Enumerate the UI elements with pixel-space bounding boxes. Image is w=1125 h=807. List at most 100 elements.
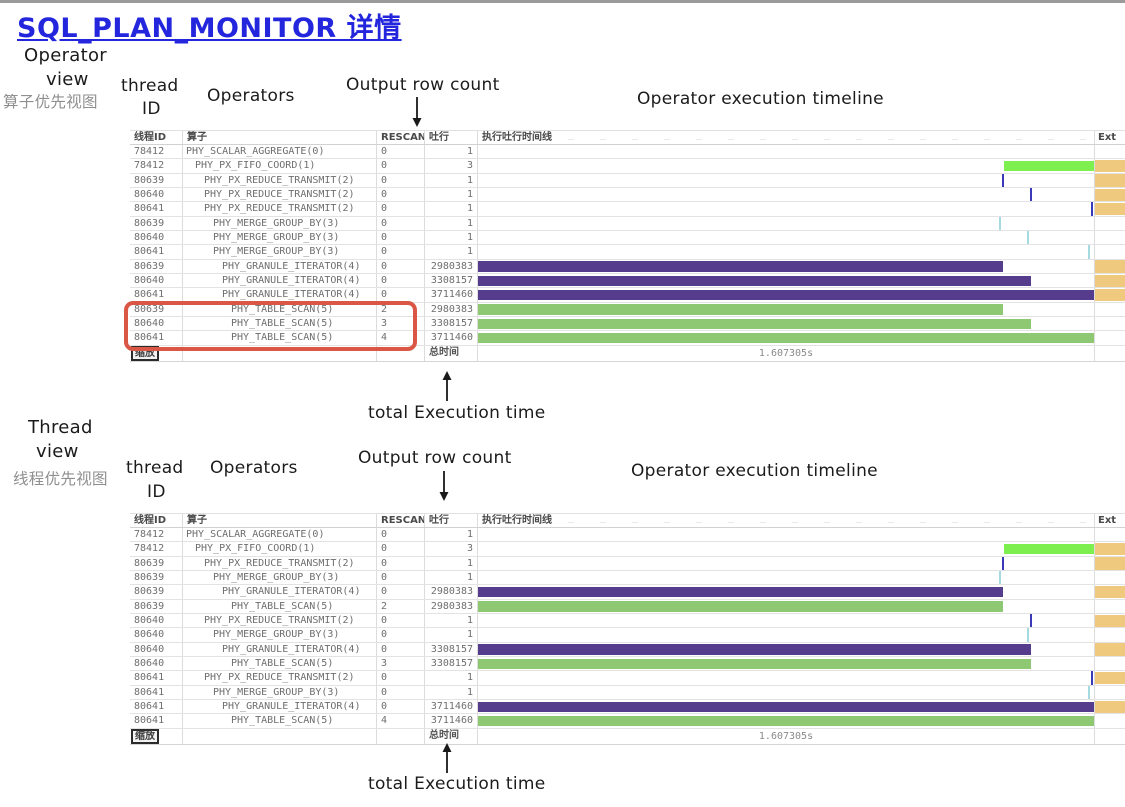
timeline-tick [1002,556,1005,571]
cell-operator: PHY_PX_FIFO_COORD(1) [183,542,377,556]
cell-operator: PHY_MERGE_GROUP_BY(3) [183,216,377,231]
cell-operator: PHY_PX_FIFO_COORD(1) [183,159,377,173]
cell-timeline [478,202,1095,216]
timeline-bar [478,332,1094,344]
header-thread-id: 线程ID [130,131,183,144]
cell-thread-id: 80641 [130,202,183,216]
cell-output-rows: 3711460 [425,714,478,728]
header-operator: 算子 [183,131,377,144]
annotation-thread-id-line2: ID [142,99,161,119]
timeline-tick [1002,173,1005,188]
cell-timeline [478,216,1095,231]
cell-output-rows: 3 [425,542,478,556]
cell-rescan: 0 [377,202,425,216]
cell-ext [1095,260,1125,273]
cell-ext [1095,188,1125,201]
cell-operator: PHY_GRANULE_ITERATOR(4) [183,259,377,274]
cell-rescan: 0 [377,288,425,302]
cell-thread-id: 78412 [130,159,183,173]
annotation-thread-id2-line2: ID [147,482,166,502]
cell-rescan: 0 [377,685,425,700]
cell-rescan: 0 [377,556,425,571]
cell-ext [1095,145,1125,158]
zoom-button[interactable]: 缩放 [131,345,159,361]
cell-thread-id: 80640 [130,188,183,202]
ext-fill [1095,188,1125,201]
page-title-link[interactable]: SQL_PLAN_MONITOR 详情 [17,13,402,44]
cell-timeline [478,288,1095,302]
cell-rescan: 0 [377,274,425,288]
cell-operator: PHY_MERGE_GROUP_BY(3) [183,231,377,245]
annotation-output-row-count: Output row count [346,75,500,95]
cell-rescan: 0 [377,188,425,202]
cell-operator: PHY_TABLE_SCAN(5) [183,302,377,317]
cell-thread-id: 80639 [130,599,183,614]
annotation-operator-view-line1: Operator [24,45,107,66]
cell-timeline [478,614,1095,628]
timeline-tick [1088,685,1091,700]
cell-ext [1095,628,1125,641]
cell-ext [1095,202,1125,216]
cell-operator: PHY_PX_REDUCE_TRANSMIT(2) [183,188,377,202]
cell-timeline [478,331,1095,345]
cell-output-rows: 1 [425,188,478,202]
cell-output-rows: 2980383 [425,599,478,614]
timeline-bar [478,658,1032,669]
cell-ext [1095,274,1125,287]
cell-output-rows: 3711460 [425,288,478,302]
total-time-label: 总时间 [425,345,478,361]
timeline-tick [1030,614,1033,628]
table-header-row: 线程ID 算子 RESCAN 吐行 执行吐行时间线 Ext [130,513,1125,528]
cell-operator: PHY_MERGE_GROUP_BY(3) [183,571,377,585]
cell-thread-id: 80639 [130,556,183,571]
cell-operator: PHY_GRANULE_ITERATOR(4) [183,585,377,599]
annotation-thread-view-zh: 线程优先视图 [13,470,108,488]
cell-thread-id: 78412 [130,528,183,542]
ext-fill [1095,557,1125,570]
cell-ext [1095,585,1125,599]
cell-thread-id: 80640 [130,657,183,671]
cell-timeline [478,231,1095,245]
cell-output-rows: 2980383 [425,585,478,599]
zoom-button-2[interactable]: 缩放 [131,728,159,744]
cell-operator: PHY_PX_REDUCE_TRANSMIT(2) [183,671,377,685]
cell-timeline [478,259,1095,274]
cell-thread-id: 80641 [130,714,183,728]
header-thread-id: 线程ID [130,514,183,527]
timeline-bar [1004,543,1094,555]
timeline-tick [1027,231,1030,245]
cell-timeline [478,585,1095,599]
cell-rescan: 0 [377,671,425,685]
cell-output-rows: 3 [425,159,478,173]
annotation-operator-execution-timeline: Operator execution timeline [637,89,884,109]
ext-fill [1095,542,1125,556]
cell-thread-id: 78412 [130,145,183,159]
total-execution-time-value: 1.607305s [758,347,814,359]
screenshot-top-edge [0,0,1125,3]
cell-ext [1095,288,1125,302]
cell-timeline [478,700,1095,714]
cell-rescan: 0 [377,571,425,585]
header-rescan: RESCAN [377,514,425,527]
cell-ext [1095,174,1125,187]
cell-output-rows: 1 [425,528,478,542]
cell-thread-id: 80640 [130,317,183,331]
cell-ext [1095,245,1125,258]
cell-timeline [478,145,1095,159]
cell-timeline [478,302,1095,317]
